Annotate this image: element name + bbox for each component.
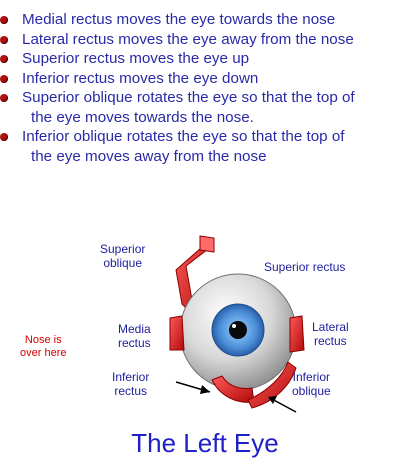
bullet-text: Superior oblique rotates the eye so that… <box>22 89 355 106</box>
label-superior-rectus: Superior rectus <box>264 260 345 274</box>
label-line: oblique <box>292 384 331 398</box>
nose-note: Nose is over here <box>20 334 66 360</box>
inferior-rectus-muscle <box>211 375 255 403</box>
arrow-head-icon <box>268 396 277 404</box>
pupil <box>229 321 247 339</box>
bullet-dot-icon <box>0 94 8 102</box>
label-inferior-oblique: Inferior oblique <box>292 370 331 398</box>
label-line: rectus <box>114 384 148 398</box>
label-medial-rectus: Media rectus <box>118 322 151 350</box>
bullet-text: Inferior rectus moves the eye down <box>22 69 259 87</box>
label-line: Inferior <box>112 370 150 384</box>
bullet-dot-icon <box>0 16 8 24</box>
inferior-oblique-muscle <box>247 361 297 409</box>
bullet-superior-rectus: Superior rectus moves the eye up <box>0 49 410 69</box>
bullet-text: Lateral rectus moves the eye away from t… <box>22 30 354 48</box>
bullet-text: Superior rectus moves the eye up <box>22 50 250 67</box>
bullet-inferior-rectus: Inferior rectus moves the eye down <box>0 69 410 89</box>
label-inferior-rectus: Inferior rectus <box>112 370 149 398</box>
label-line: Nose is <box>24 334 62 346</box>
label-line: rectus <box>118 336 151 350</box>
label-line: rectus <box>314 334 347 348</box>
lateral-rectus-muscle <box>289 315 305 353</box>
label-superior-oblique: Superior oblique <box>100 242 145 270</box>
superior-oblique-trochlea <box>199 235 215 253</box>
bullet-text-continued: the eye moves towards the nose. <box>31 108 254 126</box>
arrow-head-icon <box>200 385 210 394</box>
bullet-text: Inferior oblique rotates the eye so that… <box>22 128 345 145</box>
bullet-dot-icon <box>0 35 8 44</box>
bullet-text-continued: the eye moves away from the nose <box>31 147 267 165</box>
bullet-list: Medial rectus moves the eye towards the … <box>0 10 410 166</box>
bullet-dot-icon <box>0 74 8 83</box>
bullet-dot-icon <box>0 55 8 63</box>
bullet-lateral-rectus: Lateral rectus moves the eye away from t… <box>0 30 410 50</box>
diagram-title: The Left Eye <box>131 428 279 458</box>
bullet-inferior-oblique: Inferior oblique rotates the eye so that… <box>0 127 410 166</box>
label-line: over here <box>20 347 67 359</box>
label-lateral-rectus: Lateral rectus <box>312 320 349 348</box>
pupil-highlight <box>232 324 236 328</box>
label-line: oblique <box>103 256 143 270</box>
bullet-medial-rectus: Medial rectus moves the eye towards the … <box>0 10 410 30</box>
bullet-text: Medial rectus moves the eye towards the … <box>22 11 336 28</box>
bullet-dot-icon <box>0 133 8 141</box>
label-line: Inferior <box>292 370 331 384</box>
label-line: Superior rectus <box>264 260 346 274</box>
label-line: Media <box>118 322 151 336</box>
label-line: Superior <box>100 242 146 256</box>
label-line: Lateral <box>312 320 349 334</box>
bullet-superior-oblique: Superior oblique rotates the eye so that… <box>0 88 410 127</box>
medial-rectus-muscle <box>169 315 185 351</box>
